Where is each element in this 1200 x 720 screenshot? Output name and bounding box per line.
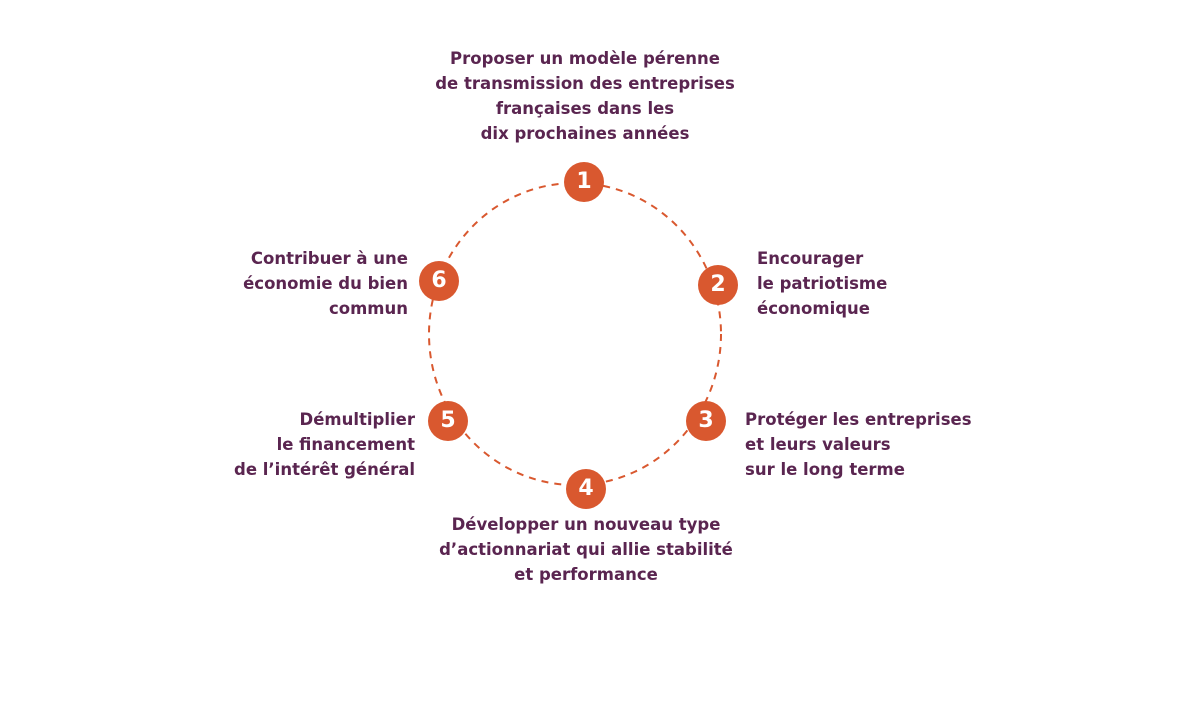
step-4-line: Développer un nouveau type bbox=[451, 515, 721, 534]
step-6-line: Contribuer à une bbox=[250, 249, 408, 268]
step-1-number: 1 bbox=[576, 169, 592, 194]
dashed-circle bbox=[428, 182, 722, 486]
step-4-line: d’actionnariat qui allie stabilité bbox=[439, 540, 733, 559]
step-2-line: Encourager bbox=[757, 249, 864, 268]
step-5-number: 5 bbox=[440, 408, 456, 433]
step-6-line: commun bbox=[329, 299, 408, 318]
step-6-label: Contribuer à une économie du bien commun bbox=[243, 246, 408, 321]
step-6-number: 6 bbox=[431, 268, 447, 293]
step-2-label: Encourager le patriotisme économique bbox=[757, 246, 887, 321]
step-1-label: Proposer un modèle pérenne de transmissi… bbox=[435, 46, 735, 146]
step-3-label: Protéger les entreprises et leurs valeur… bbox=[745, 407, 972, 482]
step-2-number: 2 bbox=[710, 272, 726, 297]
step-5-line: de l’intérêt général bbox=[234, 460, 415, 479]
step-2-badge: 2 bbox=[698, 265, 738, 305]
step-2-line: économique bbox=[757, 299, 870, 318]
step-3-line: sur le long terme bbox=[745, 460, 905, 479]
step-5-line: Démultiplier bbox=[299, 410, 415, 429]
step-6-line: économie du bien bbox=[243, 274, 408, 293]
step-1-line: dix prochaines années bbox=[480, 124, 690, 143]
step-1-line: françaises dans les bbox=[495, 99, 675, 118]
step-4-badge: 4 bbox=[566, 469, 606, 509]
step-6-badge: 6 bbox=[419, 261, 459, 301]
step-3-line: et leurs valeurs bbox=[745, 435, 891, 454]
step-5-line: le financement bbox=[276, 435, 415, 454]
step-2-line: le patriotisme bbox=[757, 274, 888, 293]
step-5-badge: 5 bbox=[428, 401, 468, 441]
step-4-line: et performance bbox=[514, 565, 658, 584]
step-3-number: 3 bbox=[698, 408, 714, 433]
step-1-badge: 1 bbox=[564, 162, 604, 202]
step-3-line: Protéger les entreprises bbox=[745, 410, 972, 429]
step-1-line: Proposer un modèle pérenne bbox=[450, 49, 720, 68]
step-3-badge: 3 bbox=[686, 401, 726, 441]
step-4-number: 4 bbox=[578, 476, 594, 501]
step-5-label: Démultiplier le financement de l’intérêt… bbox=[234, 407, 415, 482]
step-1-line: de transmission des entreprises bbox=[435, 74, 735, 93]
step-4-label: Développer un nouveau type d’actionnaria… bbox=[439, 512, 733, 587]
